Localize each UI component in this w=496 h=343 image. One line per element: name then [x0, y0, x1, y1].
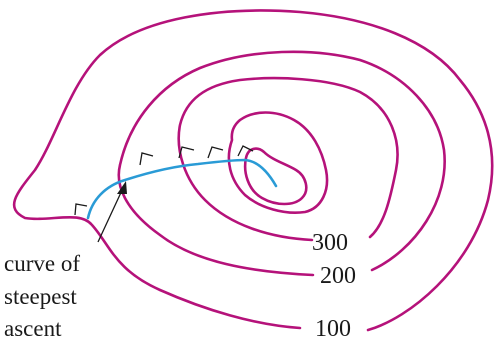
- right-angle-marker-100: [74, 203, 88, 216]
- caption-pointer-line: [97, 185, 125, 243]
- contour-line-100: [12, 9, 494, 332]
- contour-label-100: 100: [315, 316, 351, 342]
- caption-line-2: steepest: [4, 284, 77, 309]
- right-angle-marker-peak: [237, 145, 254, 157]
- contour-label-200: 200: [320, 263, 356, 289]
- contour-line-inner: [227, 111, 329, 214]
- steepest-ascent-curve: [86, 158, 278, 220]
- contour-label-300: 300: [312, 230, 348, 256]
- contour-line-peak: [243, 147, 308, 206]
- caption-pointer-arrowhead: [117, 181, 127, 194]
- right-angle-marker-inner: [207, 146, 224, 159]
- right-angle-marker-200: [139, 152, 154, 166]
- contour-line-200: [117, 50, 446, 277]
- right-angle-marker-300: [178, 146, 195, 159]
- caption-line-1: curve of: [4, 251, 80, 276]
- caption-line-3: ascent: [4, 316, 62, 341]
- contour-line-300: [177, 76, 399, 242]
